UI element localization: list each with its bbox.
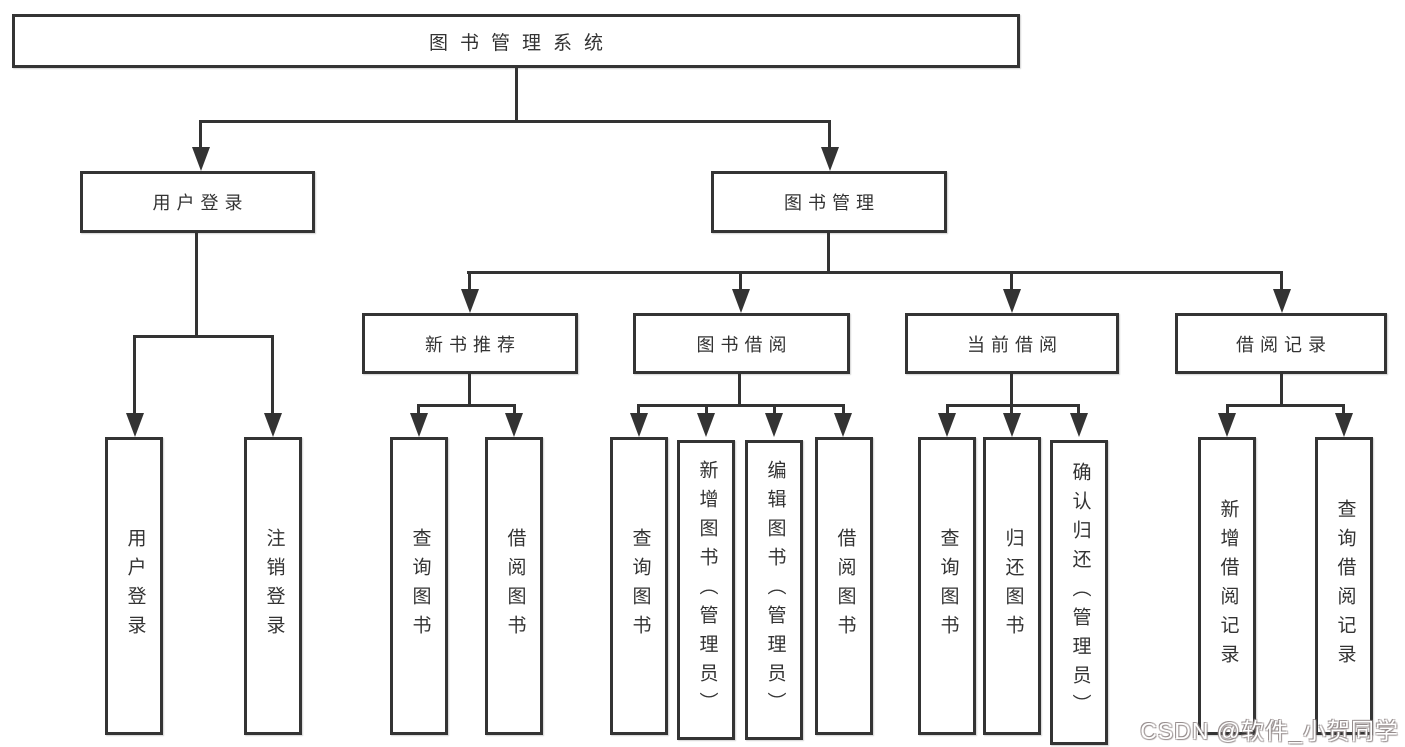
connector-l3c-shaft (1010, 271, 1013, 291)
connector-current-leaf2-shaft (1010, 404, 1013, 416)
connector-newbook-hbar (417, 404, 516, 407)
connector-newbook-leaf2-shaft (513, 404, 516, 416)
connector-records-stem (1280, 374, 1283, 407)
leaf-borrow-book-2: 借阅图书 (815, 437, 873, 735)
arrowhead-icon (834, 413, 852, 437)
leaf-logout: 注销登录 (244, 437, 302, 735)
leaf-query-book-3-label: 查询图书 (937, 528, 959, 644)
connector-records-leaf1-shaft (1226, 404, 1229, 416)
node-book-management: 图书管理 (711, 171, 947, 233)
leaf-borrow-book-1: 借阅图书 (485, 437, 543, 735)
connector-records-leaf2-shaft (1342, 404, 1345, 416)
leaf-query-book-3: 查询图书 (918, 437, 976, 735)
connector-records-hbar (1226, 404, 1344, 407)
node-root: 图书管理系统 (12, 14, 1020, 68)
arrowhead-icon (192, 147, 210, 171)
leaf-user-login: 用户登录 (105, 437, 163, 735)
leaf-logout-label: 注销登录 (263, 528, 285, 644)
leaf-add-book-admin: 新增图书（管理员） (677, 440, 735, 740)
connector-current-leaf3-shaft (1077, 404, 1080, 416)
node-current-borrow-label: 当前借阅 (967, 334, 1063, 355)
arrowhead-icon (461, 289, 479, 313)
arrowhead-icon (1335, 413, 1353, 437)
arrowhead-icon (697, 413, 715, 437)
arrowhead-icon (765, 413, 783, 437)
arrowhead-icon (1218, 413, 1236, 437)
connector-login-leaf2-shaft (271, 335, 274, 417)
arrowhead-icon (938, 413, 956, 437)
arrowhead-icon (1003, 289, 1021, 313)
leaf-borrow-book-1-label: 借阅图书 (504, 528, 526, 644)
connector-borrow-leaf1-shaft (637, 404, 640, 416)
leaf-query-book-1: 查询图书 (390, 437, 448, 735)
leaf-borrow-book-2-label: 借阅图书 (834, 528, 856, 644)
connector-l3b-shaft (739, 271, 742, 291)
leaf-query-borrow-record-label: 查询借阅记录 (1334, 499, 1356, 673)
arrowhead-icon (821, 147, 839, 171)
connector-mgmt-stem (827, 233, 830, 273)
node-borrow-records-label: 借阅记录 (1236, 334, 1332, 355)
node-borrow-records: 借阅记录 (1175, 313, 1387, 374)
connector-current-hbar (946, 404, 1080, 407)
connector-current-stem (1010, 374, 1013, 407)
connector-borrow-leaf4-shaft (842, 404, 845, 416)
connector-level2-hbar (467, 271, 1283, 274)
connector-newbook-leaf1-shaft (417, 404, 420, 416)
connector-borrow-leaf3-shaft (773, 404, 776, 416)
leaf-confirm-return-admin: 确认归还（管理员） (1050, 440, 1108, 745)
leaf-confirm-return-admin-label: 确认归还（管理员） (1069, 462, 1091, 723)
node-book-borrow-label: 图书借阅 (696, 334, 793, 355)
node-new-book-recommend-label: 新书推荐 (425, 334, 521, 355)
connector-root-stem (515, 68, 518, 122)
leaf-edit-book-admin-label: 编辑图书（管理员） (764, 459, 786, 721)
arrowhead-icon (1070, 413, 1088, 437)
connector-l3a-shaft (468, 271, 471, 291)
leaf-query-borrow-record: 查询借阅记录 (1315, 437, 1373, 735)
leaf-add-borrow-record: 新增借阅记录 (1198, 437, 1256, 735)
connector-borrow-leaf2-shaft (705, 404, 708, 416)
connector-login-stem (195, 233, 198, 337)
csdn-watermark: CSDN @软件_小贺同学 (1140, 718, 1399, 744)
node-book-borrow: 图书借阅 (633, 313, 850, 374)
node-new-book-recommend: 新书推荐 (362, 313, 578, 374)
arrowhead-icon (1273, 289, 1291, 313)
arrowhead-icon (410, 413, 428, 437)
arrowhead-icon (732, 289, 750, 313)
leaf-query-book-2-label: 查询图书 (629, 528, 651, 644)
arrowhead-icon (126, 413, 144, 437)
leaf-user-login-label: 用户登录 (124, 528, 146, 644)
leaf-return-book: 归还图书 (983, 437, 1041, 735)
node-root-label: 图书管理系统 (428, 32, 615, 54)
node-user-login-label: 用户登录 (152, 193, 249, 213)
connector-borrow-stem (738, 374, 741, 407)
leaf-return-book-label: 归还图书 (1002, 528, 1024, 644)
arrowhead-icon (264, 413, 282, 437)
node-user-login: 用户登录 (80, 171, 315, 233)
connector-borrow-hbar (637, 404, 845, 407)
node-current-borrow: 当前借阅 (905, 313, 1119, 374)
connector-login-leaf1-shaft (133, 335, 136, 417)
arrowhead-icon (1003, 413, 1021, 437)
arrowhead-icon (505, 413, 523, 437)
leaf-query-book-2: 查询图书 (610, 437, 668, 735)
leaf-query-book-1-label: 查询图书 (409, 528, 431, 644)
leaf-add-book-admin-label: 新增图书（管理员） (696, 459, 718, 721)
arrowhead-icon (630, 413, 648, 437)
connector-login-hbar (133, 335, 274, 338)
node-book-management-label: 图书管理 (784, 193, 880, 213)
connector-current-leaf1-shaft (946, 404, 949, 416)
connector-login-shaft (199, 120, 202, 150)
connector-mgmt-shaft (828, 120, 831, 150)
connector-newbook-stem (468, 374, 471, 407)
leaf-edit-book-admin: 编辑图书（管理员） (745, 440, 803, 740)
connector-level1-hbar (199, 120, 831, 123)
leaf-add-borrow-record-label: 新增借阅记录 (1217, 499, 1239, 673)
connector-l3d-shaft (1280, 271, 1283, 291)
